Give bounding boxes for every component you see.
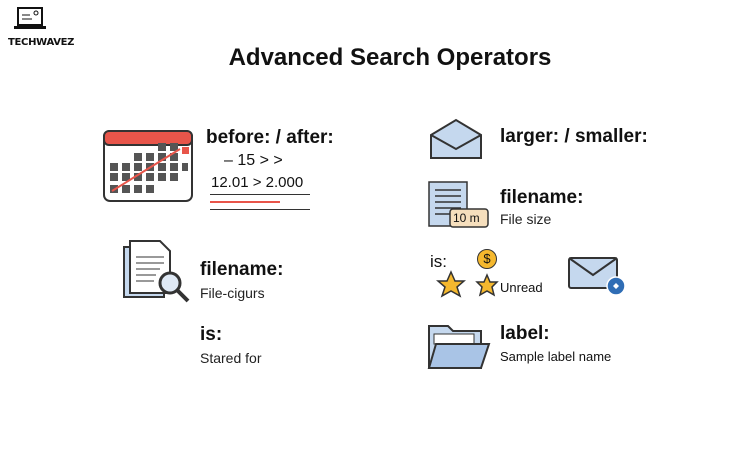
logo: TECHWAVEZ [8,6,74,48]
label-operator-label: label: [500,323,550,344]
unread-label: Unread [500,280,543,295]
envelope-icon [430,118,482,159]
unread-envelope-icon [568,257,626,296]
laptop-circuit-icon [14,7,46,29]
is-operator-label-right: is: [430,252,447,271]
folder-icon [427,325,491,369]
file-size-badge: 10 m [453,211,480,225]
divider [210,209,310,210]
dollar-coin-icon: $ [477,249,497,269]
document-search-icon [123,240,190,303]
date-example-2: 12.01 > 2.000 [211,174,304,191]
filename-example: File-cigurs [200,285,265,301]
label-example: Sample label name [500,349,612,364]
file-size-icon [428,181,489,228]
divider [210,201,280,203]
divider [210,194,310,195]
is-operator-label: is: [200,324,223,345]
filename-operator-label-right: filename: [500,187,584,208]
page-title: Advanced Search Operators [228,44,552,71]
calendar-icon [103,130,193,202]
is-example: Stared for [200,350,262,366]
star-icon [436,270,466,298]
date-operator-label: before: / after: [206,127,334,148]
star-icon [475,273,499,297]
date-example-1: – 15 > > [224,152,283,169]
filename-example-right: File size [500,211,552,227]
filename-operator-label: filename: [200,259,284,280]
size-operator-label: larger: / smaller: [500,126,648,147]
